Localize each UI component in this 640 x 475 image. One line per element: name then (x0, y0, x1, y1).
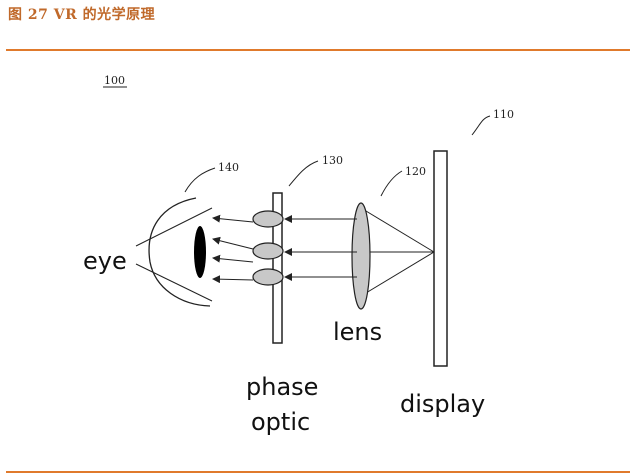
figure-caption: 图 27 VR 的光学原理 (8, 7, 156, 23)
ray-display-to-lens-top (360, 207, 435, 253)
eye-lid-upper (135, 207, 213, 247)
eye-pupil (194, 226, 206, 278)
phase-lenslet-2 (252, 242, 284, 260)
label-optic: optic (251, 408, 310, 436)
ref-number-120: 120 (405, 165, 426, 178)
ray-display-to-lens-bottom (360, 251, 435, 297)
label-display: display (400, 390, 485, 418)
top-divider (6, 49, 630, 51)
ray-phase-to-eye-3 (212, 254, 254, 263)
label-phase: phase (246, 373, 318, 401)
ref-number-110: 110 (493, 108, 514, 121)
lens-element (351, 202, 371, 310)
ray-phase-to-eye-2 (212, 236, 254, 250)
ref-number-140: 140 (218, 161, 239, 174)
leader-120 (380, 170, 403, 197)
phase-lenslet-3 (252, 268, 284, 286)
ray-phase-to-eye-4 (212, 275, 254, 284)
ray-phase-to-eye-1 (212, 214, 254, 223)
eyeball-outline (148, 197, 211, 307)
phase-lenslet-1 (252, 210, 284, 228)
leader-140 (184, 167, 216, 193)
display-panel (433, 150, 448, 367)
phase-optic-plate (272, 192, 283, 344)
leader-130 (288, 160, 319, 187)
label-eye: eye (83, 247, 127, 275)
leader-110 (471, 115, 491, 136)
ref-number-100: 100 (104, 74, 125, 87)
ref-number-130: 130 (322, 154, 343, 167)
bottom-divider (6, 471, 630, 473)
eye-lid-lower (135, 263, 213, 302)
label-lens: lens (333, 318, 382, 346)
